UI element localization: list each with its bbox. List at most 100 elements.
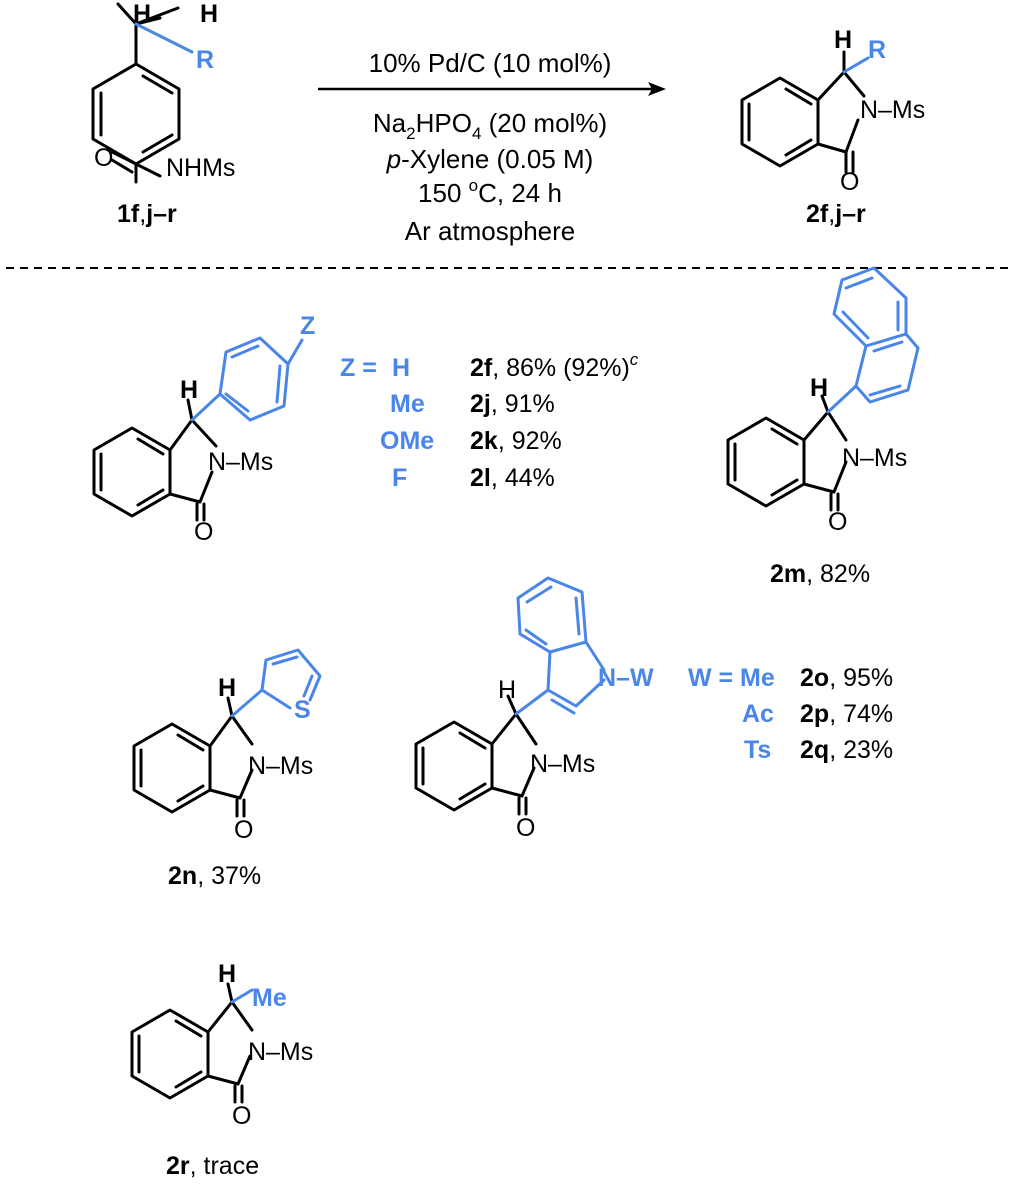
z-sub-me: Me: [390, 390, 425, 418]
base-amount: (20 mol%): [481, 108, 607, 138]
condition-solvent: p-Xylene (0.05 M): [386, 144, 594, 174]
atom-z: Z: [300, 312, 315, 340]
base-na: Na: [373, 108, 407, 138]
footnote-mark: c: [630, 350, 639, 369]
atom-h: H: [180, 376, 198, 404]
yield-value: , 37%: [197, 862, 261, 890]
yield-row: 2q, 23%: [800, 736, 893, 764]
atom-nhms: NHMs: [166, 154, 235, 182]
atom-ms: –Ms: [548, 750, 595, 778]
compound-label-2n: 2n, 37%: [168, 862, 261, 890]
atom-o: O: [516, 814, 535, 842]
atom-n: N: [248, 752, 266, 780]
base-hpo: HPO: [416, 108, 472, 138]
yield-value: , 23%: [829, 736, 893, 764]
compound-id: 2l: [470, 464, 491, 492]
yield-row: 2l, 44%: [470, 464, 555, 492]
naphthyl-structure: H N –Ms O: [726, 266, 920, 536]
z-sub-ome: OMe: [380, 427, 434, 455]
w-sub-ac: Ac: [742, 700, 774, 728]
solvent-italic: p: [386, 144, 401, 174]
condition-atmosphere: Ar atmosphere: [405, 216, 576, 246]
yield-row: 2f, 86% (92%)c: [470, 350, 639, 382]
w-sub-ts: Ts: [744, 736, 771, 764]
yield-value: , 82%: [806, 560, 870, 588]
atom-me: Me: [252, 984, 287, 1012]
compound-id: 2m: [770, 560, 806, 588]
yield-value: , trace: [190, 1152, 259, 1180]
atom-ms: –Ms: [860, 444, 907, 472]
yield-value: , 92%: [498, 427, 562, 455]
reactant-label-range: j–r: [145, 200, 177, 228]
yield-row: 2j, 91%: [470, 390, 555, 418]
atom-o: O: [194, 518, 213, 546]
yield-value: , 44%: [491, 464, 555, 492]
atom-ms: –Ms: [266, 752, 313, 780]
atom-ms: –Ms: [226, 448, 273, 476]
base-sub4: 4: [472, 124, 481, 143]
base-sub2: 2: [406, 124, 415, 143]
condition-catalyst: 10% Pd/C (10 mol%): [369, 48, 612, 78]
product-structure: H R N –Ms O: [740, 26, 925, 196]
temp-value: 150: [418, 178, 469, 208]
atom-h: H: [498, 676, 516, 704]
reactant-structure: H H R O NHMs: [91, 0, 235, 184]
compound-id: 2r: [166, 1152, 190, 1180]
solvent-name: -Xylene (0.05 M): [401, 144, 593, 174]
indolyl-structure: H N–W N –Ms O: [414, 576, 654, 842]
compound-id: 2j: [470, 390, 491, 418]
yield-value: , 95%: [829, 664, 893, 692]
aryl-structure: Z H N –Ms O: [92, 312, 315, 546]
atom-ms: –Ms: [878, 96, 925, 124]
atom-o: O: [828, 508, 847, 536]
atom-h: H: [834, 26, 852, 54]
condition-temperature: 150 oC, 24 h: [418, 176, 562, 208]
compound-id: 2n: [168, 862, 197, 890]
atom-s: S: [294, 696, 311, 724]
product-label-sep: ,: [828, 200, 835, 228]
atom-h: H: [810, 374, 828, 402]
atom-o: O: [232, 1102, 251, 1130]
z-prefix: Z =: [340, 354, 377, 382]
atom-h: H: [218, 960, 236, 988]
atom-h: H: [133, 0, 151, 28]
yield-value: , 74%: [829, 700, 893, 728]
z-sub-f: F: [392, 464, 407, 492]
product-label-id: 2f: [806, 200, 829, 228]
atom-n-w: N–W: [598, 664, 654, 692]
atom-h: H: [200, 0, 218, 28]
compound-id: 2k: [470, 427, 498, 455]
atom-n: N: [860, 96, 878, 124]
atom-ms: –Ms: [266, 1038, 313, 1066]
condition-base: Na2HPO4 (20 mol%): [373, 108, 607, 143]
compound-id: 2q: [800, 736, 829, 764]
temp-rest: C, 24 h: [478, 178, 562, 208]
atom-r: R: [868, 36, 886, 64]
compound-id: 2p: [800, 700, 829, 728]
temp-degree: o: [469, 176, 478, 195]
yield-value: , 86% (92%): [492, 354, 630, 382]
arrowhead: [648, 82, 666, 96]
reactant-label-sep: ,: [139, 200, 146, 228]
reactant-label: 1f,j–r: [117, 200, 177, 228]
compound-id: 2f: [470, 354, 493, 382]
compound-id: 2o: [800, 664, 829, 692]
w-prefix: W =: [688, 664, 733, 692]
z-sub-h: H: [392, 354, 410, 382]
atom-o: O: [234, 816, 253, 844]
w-sub-me: Me: [740, 664, 775, 692]
yield-value: , 91%: [491, 390, 555, 418]
product-label-range: j–r: [834, 200, 866, 228]
atom-n: N: [530, 750, 548, 778]
reactant-label-id: 1f: [117, 200, 140, 228]
yield-row: 2p, 74%: [800, 700, 893, 728]
atom-h: H: [218, 674, 236, 702]
atom-n: N: [208, 448, 226, 476]
methyl-structure: H Me N –Ms O: [130, 960, 313, 1130]
yield-row: 2o, 95%: [800, 664, 893, 692]
product-label: 2f,j–r: [806, 200, 866, 228]
yield-row: 2k, 92%: [470, 427, 562, 455]
atom-o: O: [840, 168, 859, 196]
atom-r: R: [196, 46, 214, 74]
